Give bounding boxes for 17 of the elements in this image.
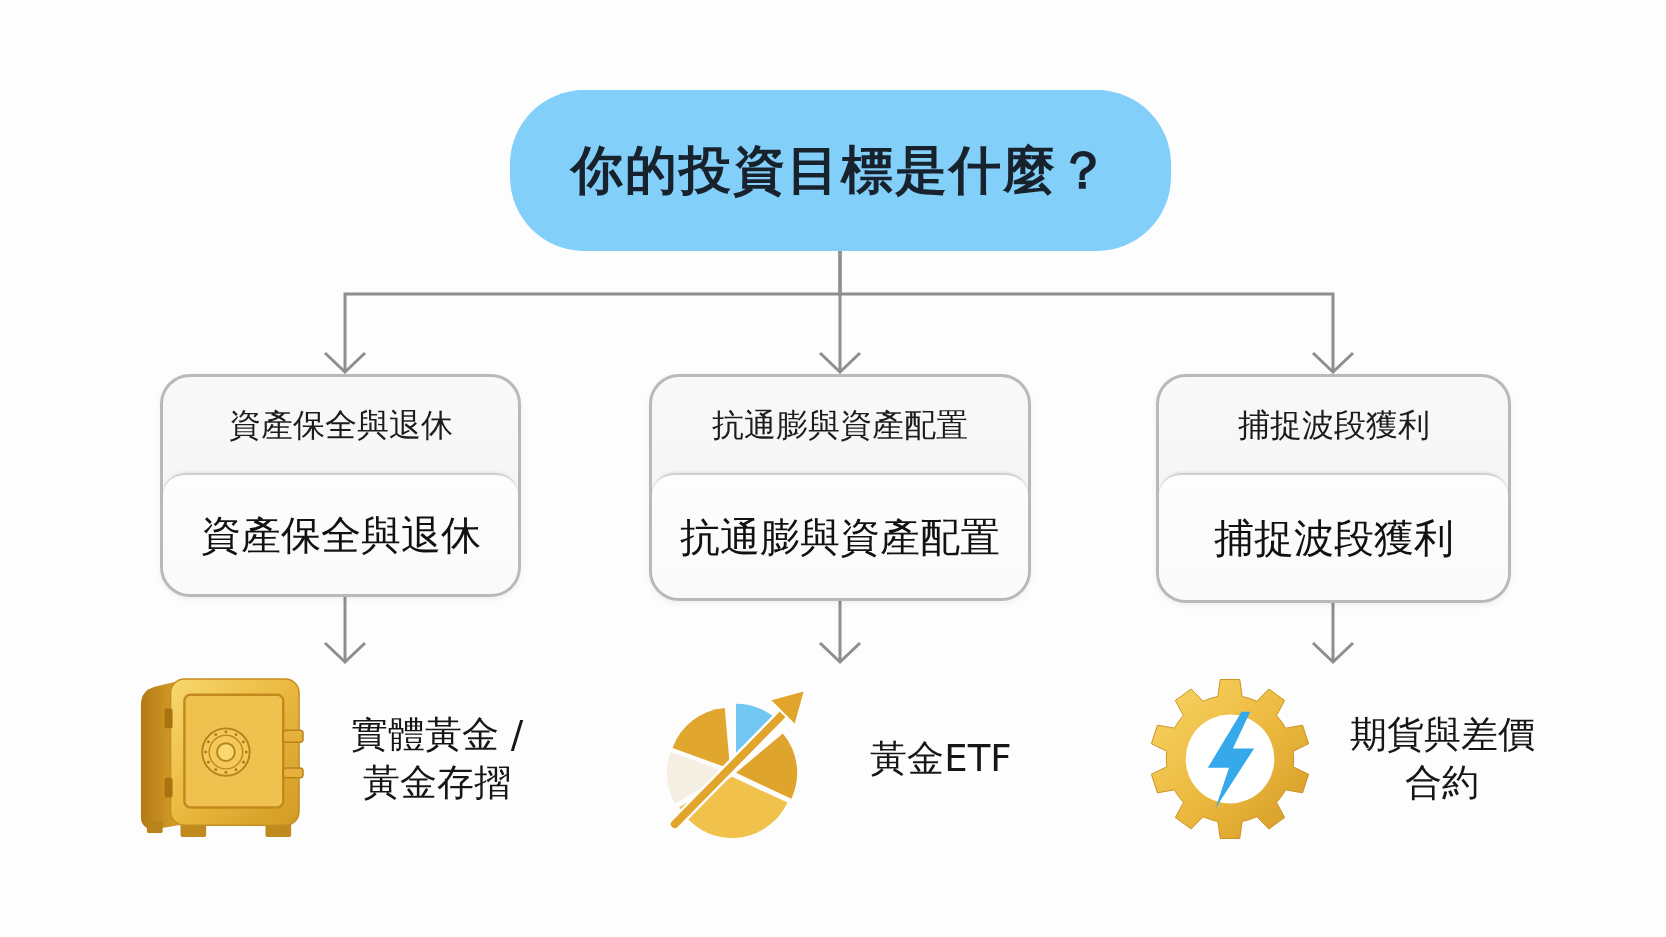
arrow (838, 251, 1355, 374)
card-body-text: 抗通膨與資產配置 (680, 512, 1000, 561)
option-label: 期貨與差價合約 (1348, 711, 1536, 806)
card-heading: 抗通膨與資產配置 (712, 405, 968, 445)
arrow (1311, 603, 1355, 664)
goal-card (160, 374, 521, 597)
question-text: 你的投資目標是什麼？ (570, 139, 1111, 202)
card-heading: 資產保全與退休 (228, 405, 453, 445)
card-heading: 捕捉波段獲利 (1237, 405, 1430, 445)
goal-card (649, 374, 1031, 601)
card-body-text: 資產保全與退休 (200, 510, 481, 559)
card-body-text: 捕捉波段獲利 (1213, 513, 1454, 562)
arrow (323, 597, 367, 664)
arrow (818, 601, 862, 664)
option-label: 黃金ETF (869, 735, 1013, 782)
goal-card (1156, 374, 1511, 603)
option-label: 實體黃金 / 黃金存摺 (349, 711, 525, 806)
